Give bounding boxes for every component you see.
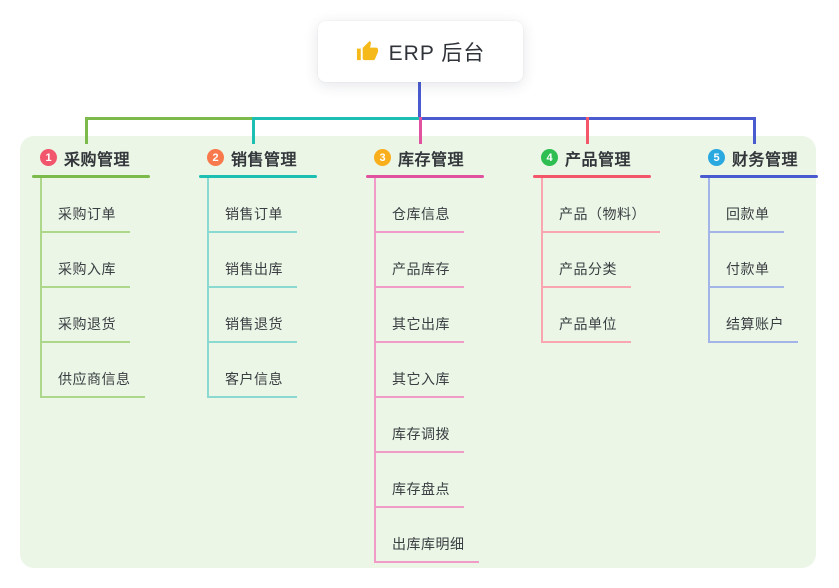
sub-item-node[interactable]: 销售出库 bbox=[199, 233, 359, 288]
sub-item-node[interactable]: 供应商信息 bbox=[32, 343, 192, 398]
branch-spine-line bbox=[708, 178, 710, 343]
sub-item-node[interactable]: 采购入库 bbox=[32, 233, 192, 288]
branch-drop-line-1 bbox=[85, 117, 88, 144]
branch-4: 4 产品管理产品（物料） 产品分类产品单位 bbox=[533, 146, 693, 343]
root-node-label: ERP 后台 bbox=[388, 41, 486, 65]
thumbs-up-icon bbox=[356, 40, 378, 61]
branch-title-label: 财务管理 bbox=[732, 152, 799, 169]
root-connector-line bbox=[418, 82, 421, 120]
sub-item-node[interactable]: 出库库明细 bbox=[366, 508, 526, 563]
sub-item-node[interactable]: 其它出库 bbox=[366, 288, 526, 343]
branch-spine-line bbox=[541, 178, 543, 343]
sub-item-node[interactable]: 产品（物料） bbox=[533, 178, 693, 233]
sub-item-label: 销售出库 bbox=[207, 259, 297, 288]
branch-3: 3 库存管理仓库信息产品库存其它出库其它入库库存调拨库存盘点出库库明细 bbox=[366, 146, 526, 563]
sub-item-node[interactable]: 其它入库 bbox=[366, 343, 526, 398]
sub-item-label: 付款单 bbox=[708, 259, 784, 288]
sub-item-label: 客户信息 bbox=[207, 369, 297, 398]
branch-title-label: 采购管理 bbox=[64, 152, 131, 169]
branch-number-badge: 5 bbox=[708, 149, 725, 166]
branch-title-node-2[interactable]: 2 销售管理 bbox=[199, 146, 359, 178]
sub-item-label: 结算账户 bbox=[708, 314, 798, 343]
sub-item-label: 其它入库 bbox=[374, 369, 464, 398]
sub-item-node[interactable]: 销售退货 bbox=[199, 288, 359, 343]
branch-spine-line bbox=[374, 178, 376, 563]
sub-item-label: 库存调拨 bbox=[374, 424, 464, 453]
branch-5: 5 财务管理回款单付款单结算账户 bbox=[700, 146, 839, 343]
branch-underline bbox=[199, 175, 317, 178]
sub-item-label: 出库库明细 bbox=[374, 534, 479, 563]
branch-1: 1 采购管理采购订单采购入库采购退货供应商信息 bbox=[32, 146, 192, 398]
branch-underline bbox=[366, 175, 484, 178]
sub-item-label: 产品单位 bbox=[541, 314, 631, 343]
branch-spine-line bbox=[40, 178, 42, 398]
sub-item-node[interactable]: 产品分类 bbox=[533, 233, 693, 288]
sub-item-label: 其它出库 bbox=[374, 314, 464, 343]
sub-item-label: 采购退货 bbox=[40, 314, 130, 343]
branch-title-label: 销售管理 bbox=[231, 152, 298, 169]
sub-item-node[interactable]: 仓库信息 bbox=[366, 178, 526, 233]
sub-item-label: 库存盘点 bbox=[374, 479, 464, 508]
sub-item-node[interactable]: 产品库存 bbox=[366, 233, 526, 288]
branch-title-node-4[interactable]: 4 产品管理 bbox=[533, 146, 693, 178]
sub-item-node[interactable]: 结算账户 bbox=[700, 288, 839, 343]
branch-number-badge: 3 bbox=[374, 149, 391, 166]
sub-item-label: 供应商信息 bbox=[40, 369, 145, 398]
branch-drop-line-2 bbox=[252, 117, 255, 144]
sub-item-node[interactable]: 采购退货 bbox=[32, 288, 192, 343]
sub-item-node[interactable]: 回款单 bbox=[700, 178, 839, 233]
sub-item-node[interactable]: 付款单 bbox=[700, 233, 839, 288]
sub-item-node[interactable]: 产品单位 bbox=[533, 288, 693, 343]
branch-drop-line-5 bbox=[753, 117, 756, 144]
sub-item-node[interactable]: 库存调拨 bbox=[366, 398, 526, 453]
sub-item-label: 产品库存 bbox=[374, 259, 464, 288]
sub-item-label: 销售订单 bbox=[207, 204, 297, 233]
sub-item-node[interactable]: 客户信息 bbox=[199, 343, 359, 398]
branch-drop-line-4 bbox=[586, 117, 589, 144]
branch-title-node-1[interactable]: 1 采购管理 bbox=[32, 146, 192, 178]
sub-item-label: 回款单 bbox=[708, 204, 784, 233]
branch-2: 2 销售管理销售订单销售出库销售退货客户信息 bbox=[199, 146, 359, 398]
branch-underline bbox=[700, 175, 818, 178]
background-panel bbox=[20, 136, 816, 568]
sub-item-label: 产品分类 bbox=[541, 259, 631, 288]
branch-underline bbox=[533, 175, 651, 178]
branch-number-badge: 4 bbox=[541, 149, 558, 166]
branch-title-label: 产品管理 bbox=[565, 152, 632, 169]
branch-number-badge: 2 bbox=[207, 149, 224, 166]
bus-segment-2 bbox=[252, 117, 421, 120]
sub-item-label: 采购订单 bbox=[40, 204, 130, 233]
branch-underline bbox=[32, 175, 150, 178]
branch-drop-line-3 bbox=[419, 117, 422, 144]
branch-title-label: 库存管理 bbox=[398, 152, 465, 169]
sub-item-label: 仓库信息 bbox=[374, 204, 464, 233]
bus-segment-1 bbox=[85, 117, 255, 120]
sub-item-label: 产品（物料） bbox=[541, 204, 660, 233]
branch-spine-line bbox=[207, 178, 209, 398]
sub-item-node[interactable]: 采购订单 bbox=[32, 178, 192, 233]
sub-item-label: 销售退货 bbox=[207, 314, 297, 343]
sub-item-node[interactable]: 销售订单 bbox=[199, 178, 359, 233]
branch-number-badge: 1 bbox=[40, 149, 57, 166]
branch-title-node-3[interactable]: 3 库存管理 bbox=[366, 146, 526, 178]
sub-item-node[interactable]: 库存盘点 bbox=[366, 453, 526, 508]
root-node-erp[interactable]: ERP 后台 bbox=[318, 21, 523, 82]
branch-title-node-5[interactable]: 5 财务管理 bbox=[700, 146, 839, 178]
sub-item-label: 采购入库 bbox=[40, 259, 130, 288]
